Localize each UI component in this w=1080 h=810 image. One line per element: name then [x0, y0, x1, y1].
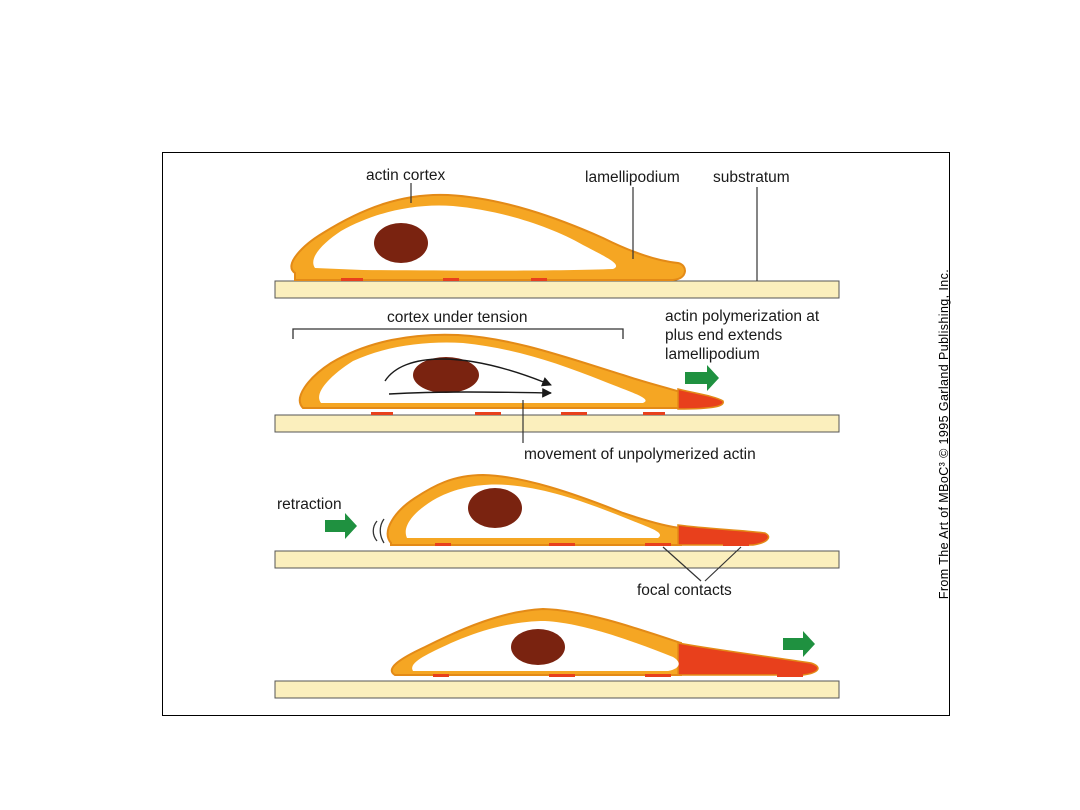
actin-flow-arrow-lower — [388, 387, 552, 398]
label-actin-polymerization-2: plus end extends — [665, 327, 782, 344]
leader-focal-contacts-right — [704, 546, 742, 582]
extension-arrow — [783, 631, 815, 657]
stage-3: retraction focal contacts — [274, 473, 840, 599]
tension-bracket — [292, 328, 624, 339]
cytoplasm — [405, 484, 661, 538]
extension-arrow — [685, 365, 719, 391]
figure-panel: actin cortex lamellipodium substratum — [162, 152, 950, 716]
label-cortex-under-tension: cortex under tension — [387, 309, 527, 326]
retraction-arrow — [325, 513, 357, 539]
label-lamellipodium: lamellipodium — [585, 169, 680, 186]
nucleus — [413, 357, 479, 393]
actin-flow-arrow-upper — [384, 358, 552, 387]
leader-focal-contacts-left — [662, 546, 702, 582]
focal-contacts — [435, 543, 749, 546]
label-movement: movement of unpolymerized actin — [524, 446, 756, 463]
polymerized-actin — [677, 642, 819, 676]
substratum-bar — [274, 414, 840, 433]
label-actin-cortex: actin cortex — [366, 167, 446, 184]
nucleus — [468, 488, 522, 528]
focal-contacts — [371, 412, 665, 415]
cell-crawling-diagram: actin cortex lamellipodium substratum — [274, 167, 840, 699]
substratum-bar — [274, 680, 840, 699]
nucleus — [374, 223, 428, 263]
nucleus — [511, 629, 565, 665]
stage-1: actin cortex lamellipodium substratum — [274, 167, 840, 299]
substratum-bar — [274, 550, 840, 569]
polymerized-actin — [677, 524, 770, 546]
label-actin-polymerization-1: actin polymerization at — [665, 308, 820, 325]
polymerized-actin-tip — [677, 388, 724, 410]
label-retraction: retraction — [277, 496, 342, 513]
label-substratum: substratum — [713, 169, 790, 186]
substratum-bar — [274, 280, 840, 299]
motion-marks — [372, 518, 385, 544]
focal-contacts — [433, 674, 803, 677]
stage-2: cortex under tension actin polymerizatio… — [274, 308, 840, 463]
stage-4 — [274, 607, 840, 699]
label-actin-polymerization-3: lamellipodium — [665, 346, 760, 363]
label-focal-contacts: focal contacts — [637, 582, 732, 599]
focal-contacts — [341, 278, 547, 281]
copyright-credit: From The Art of MBoC³ © 1995 Garland Pub… — [937, 268, 951, 600]
cytoplasm — [319, 342, 646, 403]
